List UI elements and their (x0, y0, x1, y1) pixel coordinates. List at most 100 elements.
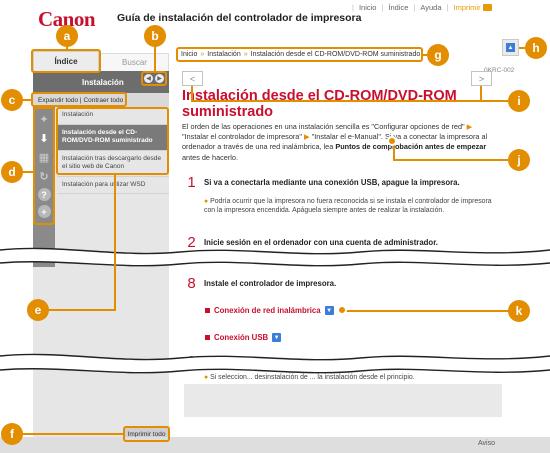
step-number: 9 (187, 353, 196, 370)
page-header-title: Guía de instalación del controlador de i… (117, 12, 362, 24)
usb-link-label: Conexión USB (214, 333, 269, 342)
callout-c: c (1, 89, 23, 111)
callout-line-j-vertical (393, 140, 395, 160)
expand-separator: | (78, 96, 84, 104)
footer-bar (0, 437, 550, 453)
toc-item-instalacion[interactable]: Instalación (57, 107, 169, 125)
callout-k: k (508, 300, 530, 322)
top-nav: | Inicio | Índice | Ayuda | Imprimir (352, 3, 492, 12)
callout-line-a (66, 44, 68, 50)
next-page-button[interactable]: > (471, 71, 492, 86)
nav-separator: | (352, 3, 354, 12)
intro-text-4: antes de hacerlo. (182, 152, 238, 162)
step-number: 8 (187, 275, 196, 292)
toc-item-wsd[interactable]: Instalación para utilizar WSD (57, 177, 169, 194)
printer-icon (482, 4, 492, 11)
checkpoints-link[interactable]: Puntos de comprobación antes de empezar (335, 142, 487, 152)
callout-d: d (1, 161, 23, 183)
tab-indice[interactable]: Índice (33, 51, 99, 71)
breadcrumb-separator: » (200, 51, 205, 58)
collapse-all-link[interactable]: Contraer todo (83, 96, 124, 104)
toc-list: Instalación Instalación desde el CD-ROM/… (57, 107, 169, 194)
callout-f: f (1, 423, 23, 445)
note-text: Podría ocurrir que la impresora no fuera… (204, 198, 492, 215)
callout-line-b (154, 44, 156, 72)
breadcrumb: Inicio » Instalación » Instalación desde… (181, 51, 420, 58)
nav-separator: | (413, 3, 416, 12)
plus-icon[interactable]: + (37, 205, 51, 218)
arrow-icon: ▶ (466, 122, 473, 131)
page-title: Instalación desde el CD-ROM/DVD-ROM sumi… (182, 88, 457, 120)
print-label: Imprimir (453, 3, 481, 12)
callout-e: e (27, 299, 49, 321)
content-footer-box (184, 384, 502, 417)
intro-text-2: "Instalar el controlador de impresora" (182, 132, 302, 142)
wireless-connection-link[interactable]: Conexión de red inalámbrica ▼ (205, 306, 334, 315)
nav-link-indice[interactable]: Índice (388, 3, 409, 12)
step-9: 9 Instale el e-Manual. (186, 354, 494, 370)
prev-arrow-icon[interactable]: ◀ (144, 74, 153, 83)
callout-b: b (144, 25, 166, 47)
callout-a: a (56, 25, 78, 47)
callout-j-anchor (387, 136, 397, 146)
expand-down-icon[interactable]: ▼ (272, 333, 282, 342)
step-1-note: ● Podría ocurrir que la impresora no fue… (204, 197, 500, 216)
step-text: Instale el e-Manual. (204, 357, 276, 366)
note-bullet: ● (204, 374, 209, 381)
breadcrumb-separator: » (243, 51, 248, 58)
nav-link-ayuda[interactable]: Ayuda (420, 3, 442, 12)
step-text: Inicie sesión en el ordenador con una cu… (204, 238, 438, 247)
step-2: 2 Inicie sesión en el ordenador con una … (186, 235, 494, 251)
print-link[interactable]: Imprimir (453, 3, 492, 12)
aviso-link[interactable]: Aviso (478, 440, 495, 447)
breadcrumb-instalacion[interactable]: Instalación (207, 51, 241, 58)
callout-line-i-left (191, 86, 193, 101)
callout-g: g (427, 44, 449, 66)
step-number: 1 (187, 174, 196, 191)
callout-frame-b (141, 71, 167, 86)
nav-separator: | (446, 3, 449, 12)
next-arrow-icon[interactable]: ▶ (155, 74, 164, 83)
sidebar-panel-title: Instalación (33, 71, 169, 93)
usb-connection-link[interactable]: Conexión USB ▼ (205, 333, 282, 342)
callout-line-f (11, 433, 124, 435)
callout-i: i (508, 90, 530, 112)
expand-down-icon[interactable]: ▼ (324, 306, 334, 315)
up-arrow-icon: ▲ (506, 43, 515, 52)
document-code: 0KRC-002 (484, 67, 515, 74)
callout-frame-f (123, 426, 170, 442)
toc-item-cd-rom[interactable]: Instalación desde el CD-ROM/DVD-ROM sumi… (57, 124, 169, 151)
install-icon[interactable]: ⬇ (39, 133, 49, 145)
callout-line-i-horizontal (191, 100, 511, 102)
intro-text-3: "Instalar el e-Manual". Si va a conectar… (182, 132, 488, 152)
callout-frame-c (31, 92, 127, 107)
toc-item-web[interactable]: Instalación tras descargarlo desde el si… (57, 151, 169, 177)
chapter-icon-column: ✦ ⬇ ▦ ↻ ? + (33, 107, 55, 267)
nav-link-inicio[interactable]: Inicio (358, 3, 377, 12)
prev-page-button[interactable]: < (182, 71, 203, 86)
expand-all-link[interactable]: Expandir todo (38, 96, 79, 104)
breadcrumb-inicio[interactable]: Inicio (181, 51, 198, 58)
tab-buscar[interactable]: Buscar (100, 53, 169, 71)
callout-j: j (508, 149, 530, 171)
note-bullet: ● (204, 198, 209, 205)
back-to-top-button[interactable]: ▲ (502, 39, 519, 56)
step-8: 8 Instale el controlador de impresora. (186, 276, 494, 292)
help-icon[interactable]: ? (37, 188, 51, 201)
callout-frame-a (31, 49, 101, 73)
step-text: Instale el controlador de impresora. (204, 279, 337, 288)
step-number: 2 (187, 234, 196, 251)
update-icon[interactable]: ↻ (39, 171, 49, 183)
intro-text-1: El orden de las operaciones en una insta… (182, 122, 465, 131)
chevron-left-icon: < (189, 73, 196, 84)
network-icon[interactable]: ▦ (38, 152, 50, 164)
arrow-icon: ▶ (304, 132, 310, 142)
callout-line-e-vertical (114, 175, 116, 310)
expand-collapse-bar: Expandir todo | Contraer todo (33, 93, 169, 107)
breadcrumb-current: Instalación desde el CD-ROM/DVD-ROM sumi… (250, 51, 421, 58)
nav-separator: | (381, 3, 384, 12)
setup-icon[interactable]: ✦ (39, 114, 49, 126)
step-text: Si va a conectarla mediante una conexión… (204, 178, 460, 187)
callout-line-k (343, 310, 509, 312)
callout-frame-d (33, 107, 55, 225)
